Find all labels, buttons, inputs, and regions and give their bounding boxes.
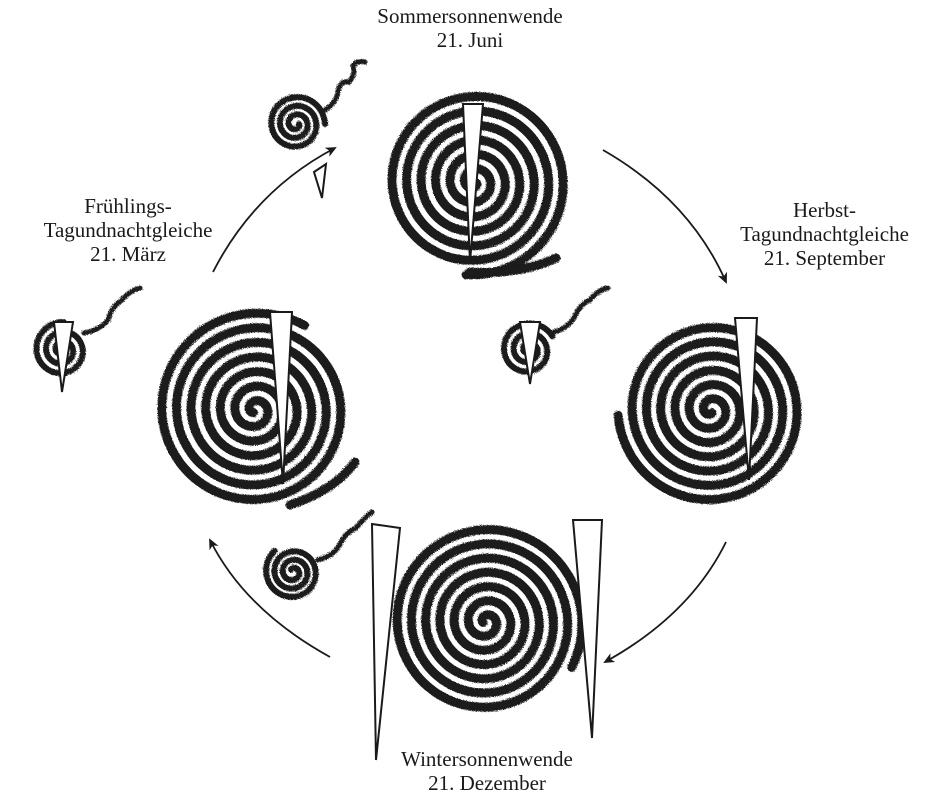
winter-solstice-spiral	[397, 530, 582, 708]
small-spiral-summer	[271, 62, 365, 147]
autumn-equinox-spiral	[618, 328, 797, 500]
summer-solstice-label: Sommersonnenwende 21. Juni	[360, 4, 580, 52]
winter-solstice-date: 21. Dezember	[352, 771, 622, 795]
arrow-autumn-to-winter	[605, 542, 726, 662]
small-spiral-winter	[266, 512, 372, 597]
small-summer-dagger	[314, 164, 326, 198]
summer-solstice-date: 21. Juni	[360, 28, 580, 52]
small-spiral-autumn	[504, 288, 608, 372]
small-spiral-spring	[37, 288, 141, 373]
spring-equinox-spiral	[162, 313, 355, 505]
arrow-summer-to-autumn	[603, 150, 726, 282]
spring-equinox-name-2: Tagundnachtgleiche	[8, 218, 248, 242]
autumn-equinox-label: Herbst- Tagundnachtgleiche 21. September	[712, 198, 937, 270]
spring-equinox-date: 21. März	[8, 242, 248, 266]
summer-solstice-name: Sommersonnenwende	[360, 4, 580, 28]
autumn-equinox-date: 21. September	[712, 246, 937, 270]
spring-equinox-name-1: Frühlings-	[8, 194, 248, 218]
spring-equinox-label: Frühlings- Tagundnachtgleiche 21. März	[8, 194, 248, 266]
autumn-equinox-name-1: Herbst-	[712, 198, 937, 222]
winter-solstice-name: Wintersonnenwende	[352, 747, 622, 771]
autumn-equinox-name-2: Tagundnachtgleiche	[712, 222, 937, 246]
winter-solstice-label: Wintersonnenwende 21. Dezember	[352, 747, 622, 795]
